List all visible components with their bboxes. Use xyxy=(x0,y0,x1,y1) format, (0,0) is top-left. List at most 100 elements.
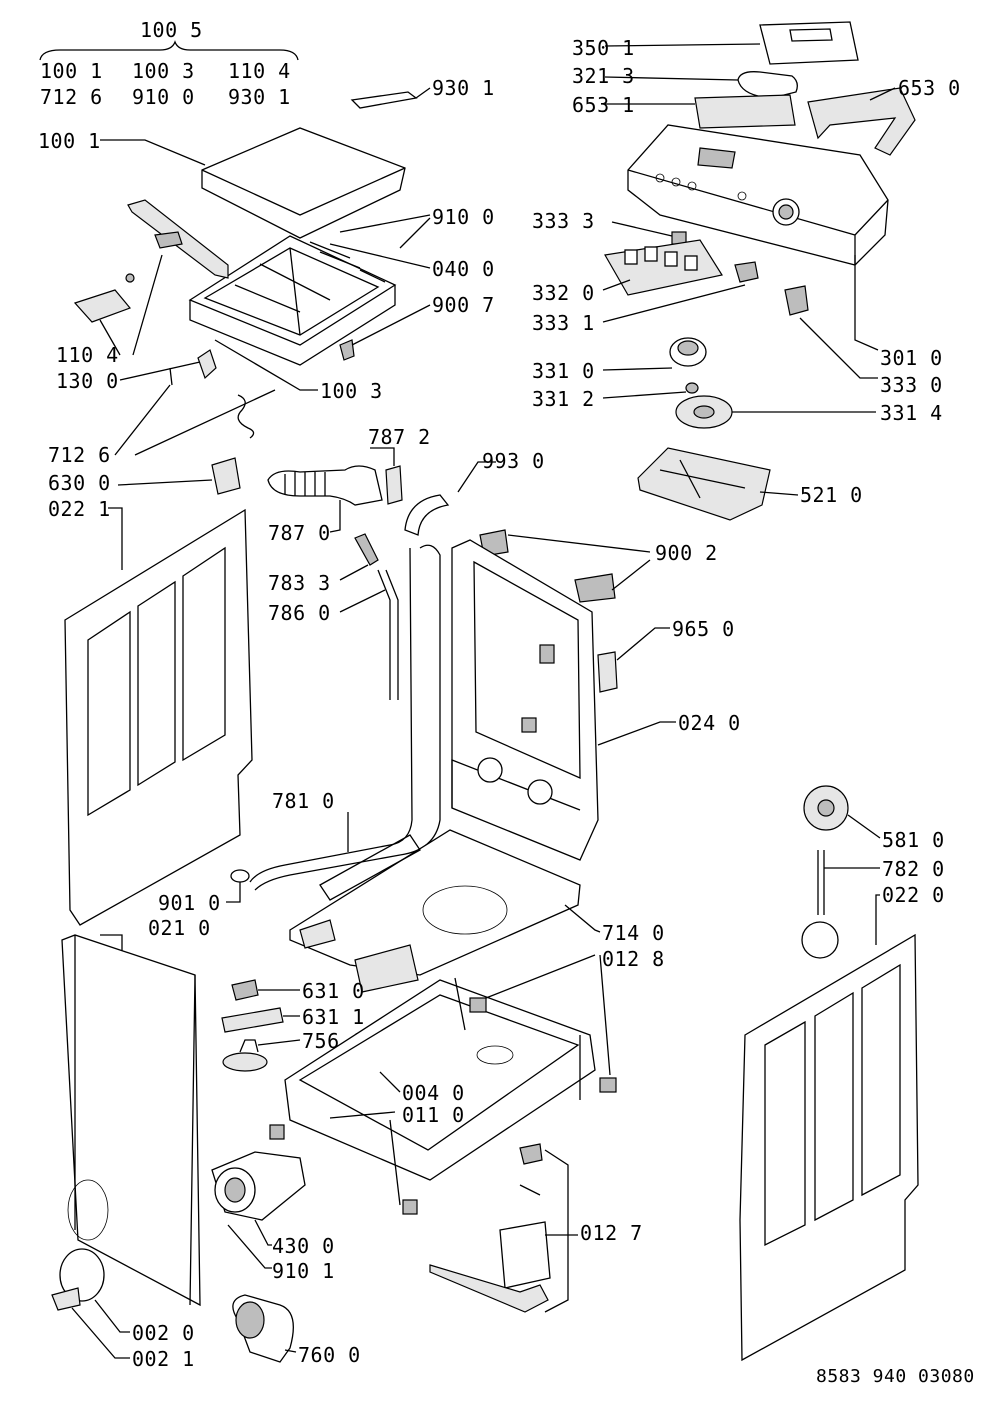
label-787-2: 787 2 xyxy=(368,425,431,449)
label-331-2: 331 2 xyxy=(532,387,595,411)
label-760-0: 760 0 xyxy=(298,1343,361,1367)
part-787-2 xyxy=(385,465,403,505)
label-333-0: 333 0 xyxy=(880,373,943,397)
label-040-0: 040 0 xyxy=(432,257,495,281)
label-630-0: 630 0 xyxy=(48,471,111,495)
part-631-1 xyxy=(221,1007,284,1033)
label-782-0: 782 0 xyxy=(882,857,945,881)
label-714-0: 714 0 xyxy=(602,921,665,945)
header-row1-a: 100 1 xyxy=(40,59,103,83)
header-row2-b: 910 0 xyxy=(132,85,195,109)
label-653-0: 653 0 xyxy=(898,76,961,100)
label-021-0: 021 0 xyxy=(148,916,211,940)
part-012-8-b xyxy=(599,1077,617,1093)
label-910-1: 910 1 xyxy=(272,1259,335,1283)
hose-group: 787 2 787 0 783 3 786 0 993 0 781 0 901 … xyxy=(158,425,545,915)
header-brace xyxy=(39,40,299,61)
part-756-0 xyxy=(222,1052,268,1072)
part-301-0-panel xyxy=(627,124,889,266)
label-024-0: 024 0 xyxy=(678,711,741,735)
label-901-0: 901 0 xyxy=(158,891,221,915)
part-900-2-b xyxy=(574,573,616,603)
header-row1-c: 110 4 xyxy=(228,59,291,83)
part-100-1-lid xyxy=(201,127,406,239)
part-002-1 xyxy=(51,1287,81,1311)
label-022-1: 022 1 xyxy=(48,497,111,521)
label-012-8: 012 8 xyxy=(602,947,665,971)
part-331-2 xyxy=(685,382,699,394)
label-581-0: 581 0 xyxy=(882,828,945,852)
part-782-0-belt xyxy=(817,850,825,915)
part-521-0-module xyxy=(637,447,771,521)
label-631-0: 631 0 xyxy=(302,979,365,1003)
part-653-0 xyxy=(807,87,916,156)
part-786-0-hose xyxy=(377,569,399,700)
label-333-1: 333 1 xyxy=(532,311,595,335)
label-993-0: 993 0 xyxy=(482,449,545,473)
part-332-0-buttons xyxy=(604,239,723,296)
part-350-1 xyxy=(759,21,859,65)
label-110-4: 110 4 xyxy=(56,343,119,367)
part-993-0 xyxy=(404,494,450,536)
part-foot-a xyxy=(269,1124,285,1140)
label-332-0: 332 0 xyxy=(532,281,595,305)
part-333-0 xyxy=(784,285,809,316)
document-number: 8583 940 03080 xyxy=(816,1366,975,1387)
front-panel-group: 021 0 002 0 002 1 xyxy=(51,916,211,1371)
part-333-1 xyxy=(734,261,759,283)
base-tray-group: 714 0 xyxy=(289,829,665,993)
label-002-0: 002 0 xyxy=(132,1321,195,1345)
part-130-0 xyxy=(197,349,217,380)
label-130-0: 130 0 xyxy=(56,369,119,393)
header-row2-c: 930 1 xyxy=(228,85,291,109)
header-group: 100 5 100 1 100 3 110 4 712 6 910 0 930 … xyxy=(39,18,299,109)
label-333-3: 333 3 xyxy=(532,209,595,233)
label-331-0: 331 0 xyxy=(532,359,595,383)
label-521-0: 521 0 xyxy=(800,483,863,507)
label-900-2: 900 2 xyxy=(655,541,718,565)
part-012-7-c xyxy=(429,1264,549,1313)
part-712-6-spring xyxy=(169,367,255,439)
lower-center-group: 631 0 631 1 756 0 004 0 011 0 012 8 430 … xyxy=(211,947,665,1367)
part-631-0 xyxy=(231,979,259,1001)
header-row1-b: 100 3 xyxy=(132,59,195,83)
label-350-1: 350 1 xyxy=(572,36,635,60)
header-top-label: 100 5 xyxy=(140,18,203,42)
part-901-0 xyxy=(230,869,250,883)
label-900-7: 900 7 xyxy=(432,293,495,317)
header-row2-a: 712 6 xyxy=(40,85,103,109)
label-783-3: 783 3 xyxy=(268,571,331,595)
part-002-0-cover xyxy=(59,1248,105,1302)
label-787-0: 787 0 xyxy=(268,521,331,545)
label-930-1: 930 1 xyxy=(432,76,495,100)
part-012-7-a xyxy=(519,1143,543,1165)
label-301-0: 301 0 xyxy=(880,346,943,370)
part-foot-b xyxy=(402,1199,418,1215)
part-630-0 xyxy=(211,457,241,495)
part-022-0-side-panel xyxy=(739,933,919,1362)
part-714-0-tray xyxy=(289,829,581,976)
label-100-1: 100 1 xyxy=(38,129,101,153)
label-631-1: 631 1 xyxy=(302,1005,365,1029)
part-screw xyxy=(125,273,135,283)
label-002-1: 002 1 xyxy=(132,1347,195,1371)
part-782-0-ring xyxy=(801,921,839,959)
part-965-0 xyxy=(597,651,618,693)
label-712-6: 712 6 xyxy=(48,443,111,467)
label-653-1: 653 1 xyxy=(572,93,635,117)
label-430-0: 430 0 xyxy=(272,1234,335,1258)
label-910-0: 910 0 xyxy=(432,205,495,229)
label-022-0: 022 0 xyxy=(882,883,945,907)
label-011-0: 011 0 xyxy=(402,1103,465,1127)
part-012-7-b xyxy=(499,1221,551,1289)
label-004-0: 004 0 xyxy=(402,1081,465,1105)
label-321-3: 321 3 xyxy=(572,64,635,88)
part-022-1-side-panel xyxy=(64,508,253,926)
part-783-3 xyxy=(354,533,379,566)
part-930-1 xyxy=(350,91,418,109)
label-786-0: 786 0 xyxy=(268,601,331,625)
rear-panel-group: 900 2 965 0 024 0 xyxy=(451,529,741,861)
left-side-panel: 022 1 xyxy=(48,497,253,926)
